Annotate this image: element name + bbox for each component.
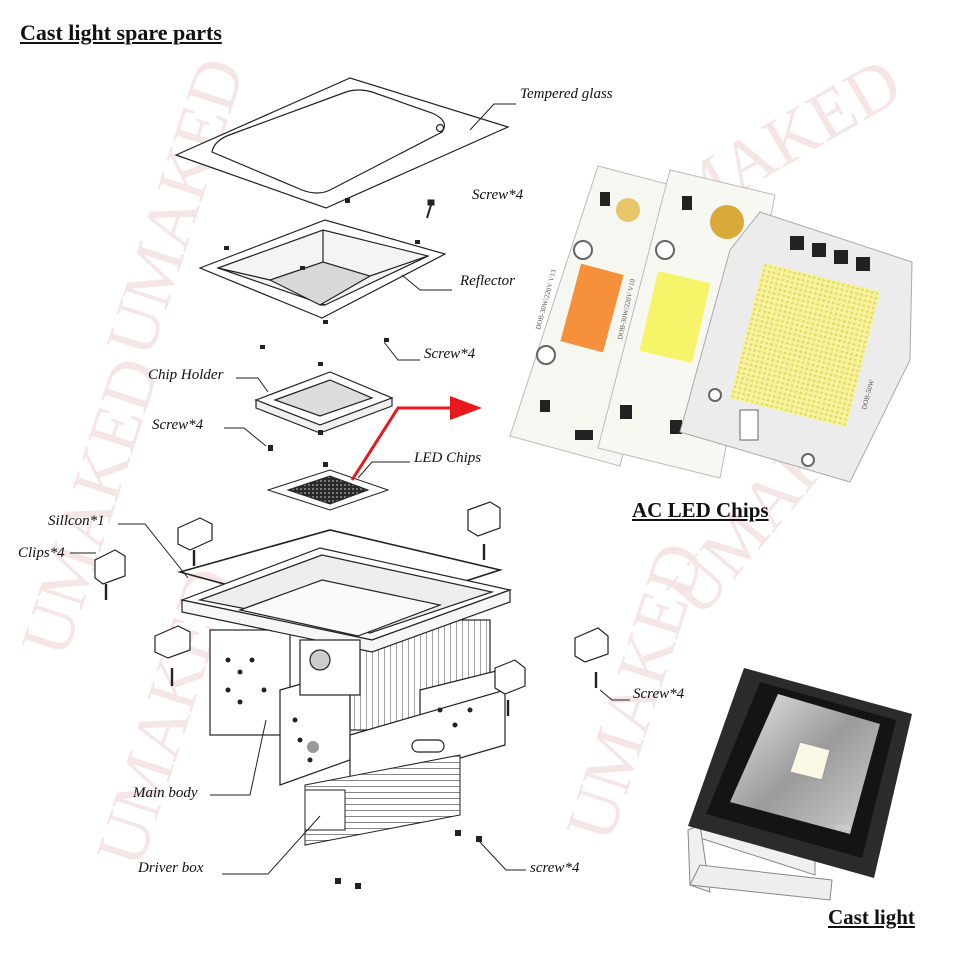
screw-icon — [335, 830, 482, 889]
clip-icon — [94, 501, 609, 695]
label-tempered-glass: Tempered glass — [520, 86, 613, 102]
arrow-to-chips — [350, 396, 482, 481]
watermark-text: UMAKED — [7, 349, 175, 665]
reflector — [198, 219, 447, 319]
main-body — [179, 547, 513, 791]
label-screw-right: Screw*4 — [633, 686, 685, 702]
body-holes — [225, 657, 473, 763]
label-screw-left: Screw*4 — [152, 417, 204, 433]
leader-lines — [70, 103, 630, 875]
label-screw-bottom: screw*4 — [530, 860, 580, 876]
led-chip-plate — [266, 469, 390, 511]
label-chip-holder: Chip Holder — [148, 367, 224, 383]
label-screw-mid: Screw*4 — [424, 346, 476, 362]
cast-light-title: Cast light — [828, 905, 915, 929]
screw-icon — [345, 198, 350, 203]
driver-box — [304, 754, 461, 846]
screw-icon — [426, 199, 435, 219]
label-driver-box: Driver box — [138, 860, 204, 876]
chips-title: AC LED Chips — [632, 498, 769, 522]
floodlight-badge: IP65 — [836, 825, 851, 832]
chip-holder — [254, 371, 394, 434]
watermark-text: UMAKED — [92, 49, 260, 365]
screw-icon — [104, 544, 598, 716]
label-led-chips: LED Chips — [414, 450, 482, 466]
screw-icon — [268, 430, 328, 467]
label-main-body: Main body — [133, 785, 198, 801]
screw-icon — [224, 240, 420, 366]
cast-floodlight: IP65 — [687, 668, 912, 901]
label-clips: Clips*4 — [18, 545, 65, 561]
page-title: Cast light spare parts — [20, 20, 222, 45]
label-silicon: Sillcon*1 — [48, 513, 105, 529]
label-screw-top: Screw*4 — [472, 187, 524, 203]
tempered-glass — [174, 77, 510, 209]
ac-led-chip-3: DOB-50W — [679, 211, 913, 483]
label-reflector: Reflector — [460, 273, 515, 289]
